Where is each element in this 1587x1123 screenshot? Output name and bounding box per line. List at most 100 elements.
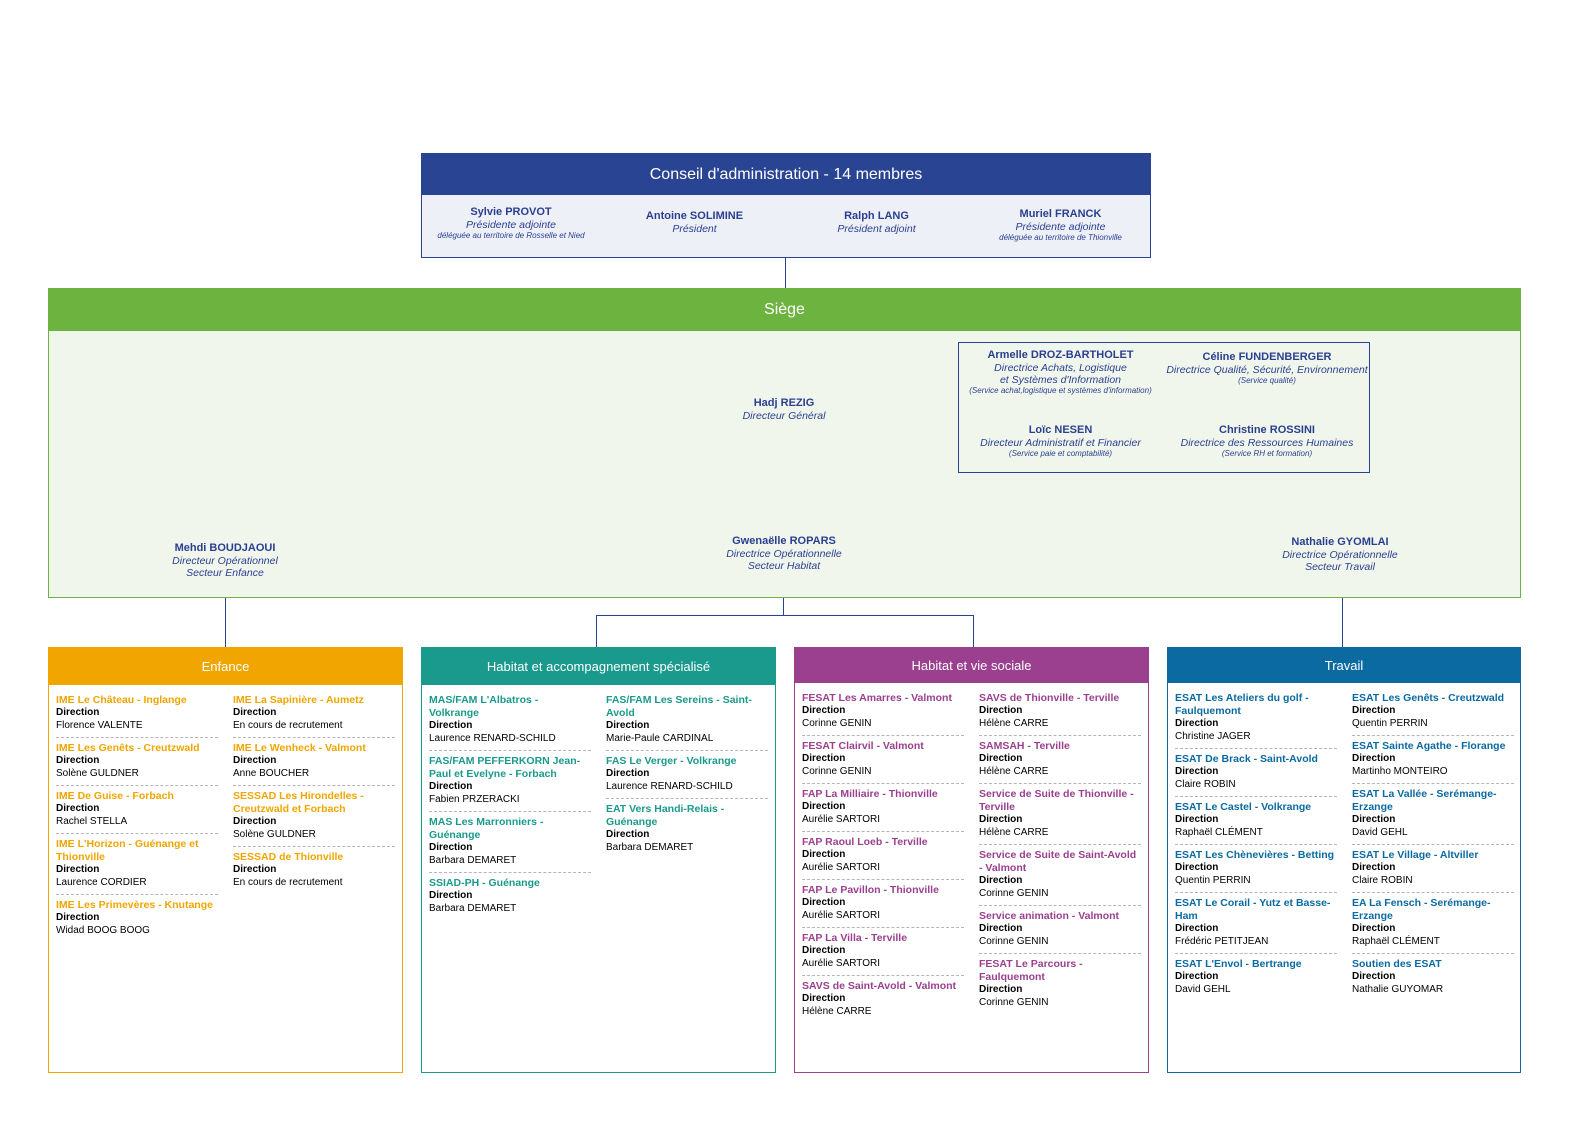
establishment-direction-label: Direction (233, 864, 277, 875)
establishment-director: Quentin PERRIN (1352, 718, 1428, 729)
establishment-direction-label: Direction (802, 897, 846, 908)
conseil-box: Conseil d'administration - 14 membres Sy… (421, 153, 1151, 258)
establishment-direction-label: Direction (802, 705, 846, 716)
establishment-director: Fabien PRZERACKI (429, 794, 520, 805)
establishment-director: Barbara DEMARET (429, 855, 517, 866)
establishment-name: IME De Guise - Forbach (56, 790, 174, 802)
establishment-director: Raphaël CLÉMENT (1352, 936, 1440, 947)
establishment-name: SAMSAH - Terville (979, 740, 1070, 752)
sector-habitat-accompagnement: Habitat et accompagnement spécialisé MAS… (421, 647, 776, 1073)
establishment-direction-label: Direction (606, 768, 650, 779)
establishment-name: SSIAD-PH - Guénange (429, 877, 540, 889)
establishment-direction-label: Direction (979, 705, 1023, 716)
establishment-direction-label: Direction (429, 781, 473, 792)
establishment-name: ESAT Les Chènevières - Betting (1175, 849, 1335, 861)
sector-travail-header: Travail (1168, 648, 1520, 683)
conseil-member-franck: Muriel FRANCK Présidente adjointe délégu… (999, 208, 1122, 242)
establishment-name: FAS/FAM Les Sereins - Saint-Avold (606, 694, 752, 719)
establishment-director: Corinne GENIN (979, 888, 1049, 899)
establishment-name: Soutien des ESAT (1352, 958, 1442, 970)
siege-box: Siège (48, 288, 1521, 598)
establishment-director: Laurence CORDIER (56, 877, 147, 888)
establishment-direction-label: Direction (979, 753, 1023, 764)
establishment-name: ESAT La Vallée - Serémange-Erzange (1352, 788, 1497, 813)
establishment-direction-label: Direction (979, 984, 1023, 995)
establishment-direction-label: Direction (56, 707, 100, 718)
establishment-direction-label: Direction (1352, 862, 1396, 873)
establishment-director: Claire ROBIN (1175, 779, 1236, 790)
establishment-direction-label: Direction (233, 707, 277, 718)
conseil-member-solimine: Antoine SOLIMINE Président (645, 210, 744, 235)
establishment-director: En cours de recrutement (233, 720, 343, 731)
sector-habitat-vie-sociale: Habitat et vie sociale FESAT Les Amarres… (794, 647, 1149, 1073)
establishment-director: Barbara DEMARET (429, 903, 517, 914)
establishment-name: EAT Vers Handi-Relais - Guénange (606, 803, 725, 828)
establishment-direction-label: Direction (979, 923, 1023, 934)
establishment-name: Service de Suite de Thionville - Tervill… (979, 788, 1134, 813)
establishment-name: ESAT Sainte Agathe - Florange (1352, 740, 1506, 752)
dg-card: Hadj REZIG Directeur Général (742, 397, 826, 422)
conseil-member-lang: Ralph LANG Président adjoint (837, 210, 916, 235)
establishment-direction-label: Direction (429, 842, 473, 853)
establishment-name: FAP La Villa - Terville (802, 932, 908, 944)
establishment-entry: SESSAD Les Hirondelles - Creutzwald et F… (233, 786, 395, 847)
establishment-name: IME La Sapinière - Aumetz (233, 694, 364, 706)
director-habitat: Gwenaëlle ROPARS Directrice Opérationnel… (726, 535, 842, 572)
establishment-direction-label: Direction (979, 875, 1023, 886)
establishment-direction-label: Direction (56, 912, 100, 923)
siege-header: Siège (49, 289, 1520, 331)
establishment-name: FAS/FAM PEFFERKORN Jean-Paul et Evelyne … (429, 755, 581, 780)
establishment-name: ESAT Les Genêts - Creutzwald (1352, 692, 1505, 704)
establishment-director: Claire ROBIN (1352, 875, 1413, 886)
establishment-director: Aurélie SARTORI (802, 958, 880, 969)
establishment-director: Corinne GENIN (802, 718, 872, 729)
establishment-direction-label: Direction (979, 814, 1023, 825)
establishment-direction-label: Direction (802, 945, 846, 956)
sector-habitat-accompagnement-header: Habitat et accompagnement spécialisé (422, 648, 775, 685)
establishment-direction-label: Direction (606, 720, 650, 731)
siege-title: Siège (764, 301, 805, 318)
establishment-direction-label: Direction (233, 816, 277, 827)
establishment-name: ESAT Le Village - Altviller (1352, 849, 1479, 861)
staff-fundenberger: Céline FUNDENBERGER Directrice Qualité, … (1166, 351, 1368, 385)
establishment-name: ESAT L'Envol - Bertrange (1175, 958, 1302, 970)
establishment-director: Laurence RENARD-SCHILD (429, 733, 556, 744)
establishment-direction-label: Direction (1352, 753, 1396, 764)
establishment-director: Solène GULDNER (56, 768, 139, 779)
establishment-direction-label: Direction (1352, 971, 1396, 982)
establishment-name: FESAT Les Amarres - Valmont (802, 692, 952, 704)
establishment-direction-label: Direction (429, 720, 473, 731)
establishment-name: SESSAD de Thionville (233, 851, 344, 863)
sector-travail: Travail ESAT Les Ateliers du golf - Faul… (1167, 647, 1521, 1073)
establishment-director: Marie-Paule CARDINAL (606, 733, 714, 744)
establishment-director: Martinho MONTEIRO (1352, 766, 1448, 777)
staff-nesen: Loïc NESEN Directeur Administratif et Fi… (980, 424, 1141, 458)
establishment-direction-label: Direction (1175, 862, 1219, 873)
establishment-direction-label: Direction (1352, 705, 1396, 716)
establishment-direction-label: Direction (1175, 718, 1219, 729)
establishment-direction-label: Direction (1175, 814, 1219, 825)
staff-droz-bartholet: Armelle DROZ-BARTHOLET Directrice Achats… (969, 349, 1152, 395)
establishment-direction-label: Direction (1352, 814, 1396, 825)
establishment-direction-label: Direction (802, 753, 846, 764)
establishment-name: IME L'Horizon - Guénange et Thionville (56, 838, 199, 863)
